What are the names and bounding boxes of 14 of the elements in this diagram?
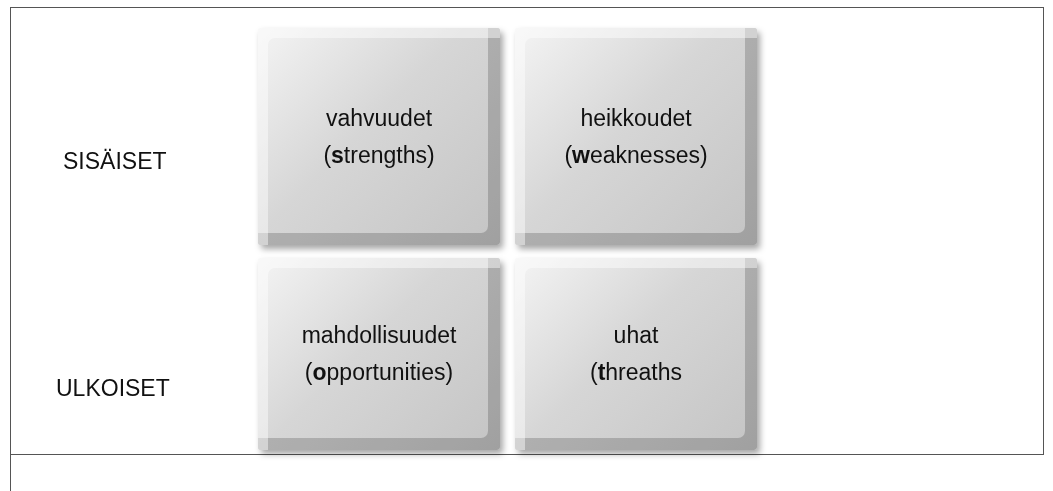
box-title: heikkoudet <box>580 103 692 133</box>
swot-box <box>515 258 757 450</box>
box-title: mahdollisuudet <box>301 321 457 351</box>
swot-box <box>515 28 757 245</box>
box-subtitle: (strengths) <box>323 140 435 170</box>
box-subtitle: (opportunities) <box>304 358 454 387</box>
box-title: uhat <box>613 321 659 351</box>
box-subtitle: (weaknesses) <box>564 140 708 170</box>
box-subtitle: (threaths <box>589 358 683 387</box>
swot-box <box>258 28 500 245</box>
box-title: vahvuudet <box>325 103 433 133</box>
swot-box <box>258 258 500 450</box>
row-label: SISÄISET <box>63 148 167 175</box>
row-label: ULKOISET <box>56 375 170 402</box>
